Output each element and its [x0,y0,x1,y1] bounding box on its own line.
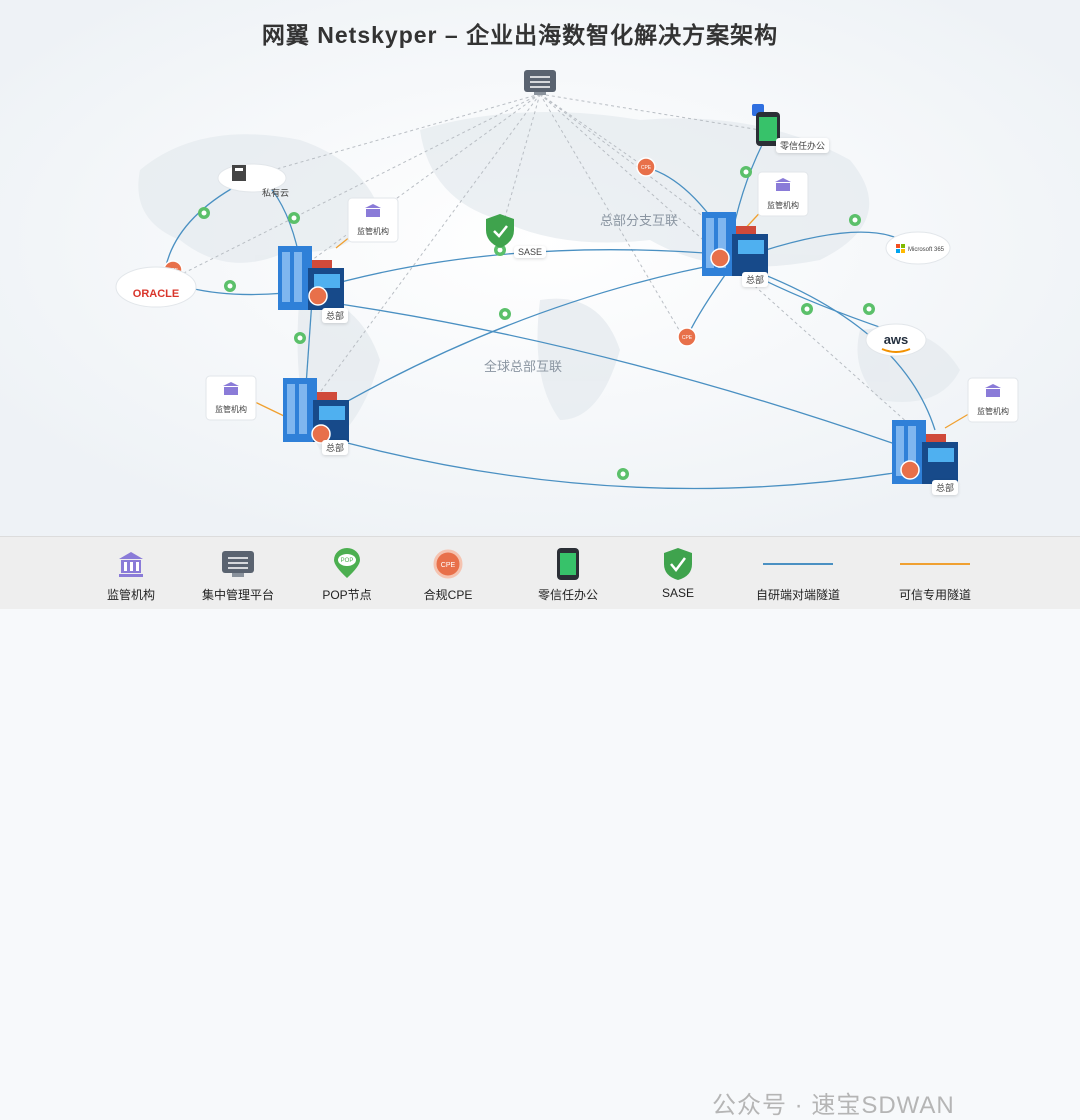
pop-node [224,280,236,292]
svg-text:监管机构: 监管机构 [977,406,1009,416]
legend-item-cpe: CPE 合规CPE [393,547,503,603]
ms365-cloud: Microsoft 365 [885,231,951,265]
zero-trust-label: 零信任办公 [776,138,830,153]
legend-item-management: 集中管理平台 [183,547,293,603]
hq-label: 总部 [322,440,349,455]
legend-item-regulator: 监管机构 [76,547,186,603]
pop-node [198,207,210,219]
legend-bar: 监管机构 集中管理平台 POP POP节点 C [0,536,1080,1119]
hq-building-right [702,212,768,276]
pop-node [494,244,506,256]
region-label-global-hq: 全球总部互联 [484,359,563,374]
svg-text:私有云: 私有云 [262,187,289,198]
aws-cloud: aws [865,323,927,357]
hq-building-mid [283,378,349,444]
hq-building-far-right [892,420,958,484]
management-platform-icon [524,70,556,95]
cpe-badge: CPE [677,327,697,347]
regulator-card: 监管机构 [347,197,399,243]
architecture-diagram: CPE CPE CPE CPE 私有云 ORACLE aws Microsoft… [0,0,1080,536]
private-cloud: 私有云 [217,163,289,198]
svg-text:CPE: CPE [441,562,456,569]
svg-text:监管机构: 监管机构 [357,226,389,236]
compliant-cpe-icon: CPE [433,549,463,579]
pop-node [499,308,511,320]
pop-node [740,166,752,178]
sase-icon [664,548,692,580]
management-platform-icon [222,551,254,577]
hq-label: 总部 [742,272,769,287]
pop-node [617,468,629,480]
hq-label: 总部 [932,480,959,495]
svg-text:CPE: CPE [641,165,652,171]
svg-text:监管机构: 监管机构 [215,404,247,414]
pop-node [863,303,875,315]
pop-node [801,303,813,315]
sase-label: SASE [514,246,547,258]
svg-text:ORACLE: ORACLE [133,288,179,300]
svg-text:Microsoft 365: Microsoft 365 [908,247,945,253]
pop-node [294,332,306,344]
cpe-badge: CPE [636,157,656,177]
oracle-cloud: ORACLE [115,266,197,308]
pop-node [288,212,300,224]
watermark: 公众号 · 速宝SDWAN [712,1092,955,1119]
self-developed-tunnel-icon [763,563,833,565]
svg-text:aws: aws [884,332,909,347]
trusted-tunnel-icon [900,563,970,565]
hq-label: 总部 [322,308,349,323]
legend-item-sase: SASE [623,547,733,600]
regulator-card: 监管机构 [967,377,1019,423]
hq-building-left [278,246,344,310]
svg-text:CPE: CPE [682,335,693,341]
page-title: 网翼 Netskyper – 企业出海数智化解决方案架构 [261,22,779,48]
svg-text:POP: POP [341,558,354,564]
regulator-card: 监管机构 [757,171,809,217]
legend-item-zero-trust: 零信任办公 [513,547,623,603]
svg-text:监管机构: 监管机构 [767,200,799,210]
pop-node-icon: POP [334,548,360,578]
legend-item-tunnel: 自研端对端隧道 [743,547,853,603]
legend-item-trusted-tunnel: 可信专用隧道 [880,547,990,603]
zero-trust-device-icon [752,104,780,146]
zero-trust-icon [557,548,579,580]
legend-item-pop: POP POP节点 [292,547,402,603]
pop-nodes [198,166,875,480]
regulator-card: 监管机构 [205,375,257,421]
regulator-icon [119,552,143,577]
region-label-hq-branch: 总部分支互联 [600,213,679,228]
pop-node [849,214,861,226]
sase-shield-icon [486,214,514,248]
